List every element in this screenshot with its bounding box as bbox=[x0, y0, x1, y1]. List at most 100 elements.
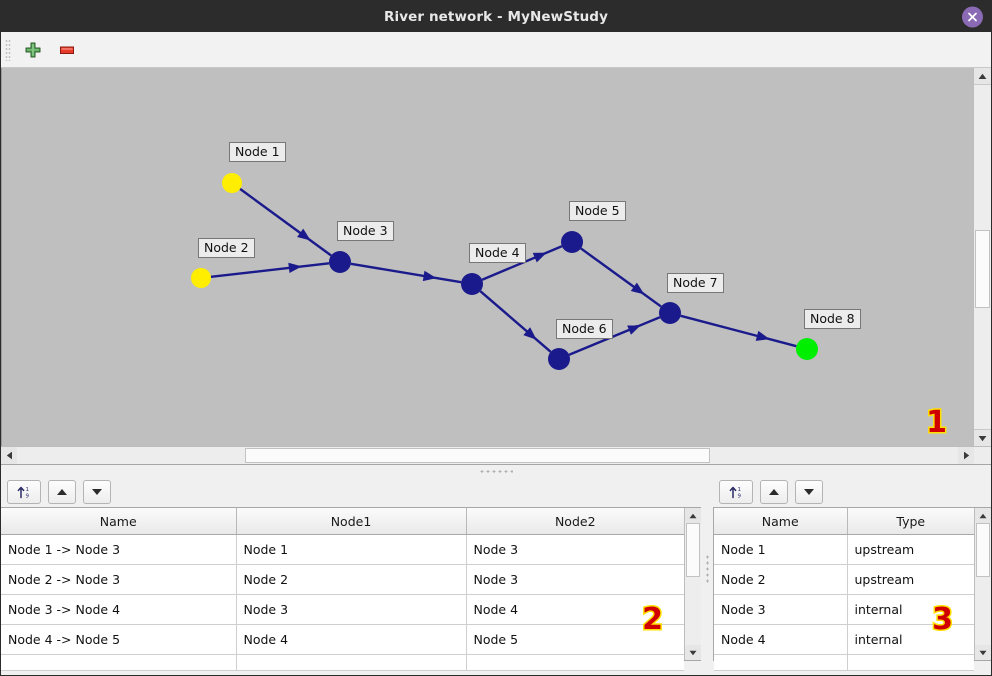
graph-node-node-3[interactable] bbox=[329, 251, 351, 273]
graph-node-label-node-2[interactable]: Node 2 bbox=[198, 238, 255, 259]
links-scroll-down-button[interactable] bbox=[685, 645, 701, 660]
links-sort-button[interactable]: 1 9 bbox=[7, 480, 41, 504]
close-window-button[interactable] bbox=[962, 6, 983, 27]
table-cell[interactable]: Node 3 -> Node 4 bbox=[1, 594, 237, 625]
scroll-down-button[interactable] bbox=[974, 429, 991, 446]
graph-edge[interactable] bbox=[350, 262, 462, 284]
toolbar-drag-handle[interactable] bbox=[5, 38, 11, 61]
links-column-header[interactable]: Name bbox=[1, 508, 237, 535]
graph-node-label-node-3[interactable]: Node 3 bbox=[337, 221, 394, 242]
graph-node-label-node-1[interactable]: Node 1 bbox=[229, 142, 286, 163]
graph-edge[interactable] bbox=[479, 290, 552, 353]
table-cell[interactable] bbox=[1, 654, 237, 671]
links-column-header[interactable]: Node2 bbox=[466, 508, 684, 535]
table-cell[interactable]: Node 2 bbox=[714, 564, 848, 595]
links-scroll-up-button[interactable] bbox=[685, 508, 701, 523]
table-cell[interactable]: internal bbox=[847, 624, 974, 655]
table-cell[interactable] bbox=[466, 654, 684, 671]
graph-vscroll-track[interactable] bbox=[974, 85, 991, 429]
table-cell[interactable]: Node 3 bbox=[466, 534, 684, 565]
graph-node-node-4[interactable] bbox=[461, 273, 483, 295]
graph-node-node-7[interactable] bbox=[659, 302, 681, 324]
graph-vertical-scrollbar[interactable] bbox=[973, 68, 991, 446]
graph-vscroll-thumb[interactable] bbox=[975, 230, 990, 308]
graph-node-node-2[interactable] bbox=[191, 268, 211, 288]
graph-edge[interactable] bbox=[210, 262, 330, 279]
graph-node-node-1[interactable] bbox=[222, 173, 242, 193]
table-cell[interactable] bbox=[847, 654, 974, 671]
graph-node-node-8[interactable] bbox=[796, 338, 818, 360]
vertical-splitter[interactable] bbox=[701, 477, 713, 661]
table-cell[interactable]: internal bbox=[847, 594, 974, 625]
links-vscroll-track[interactable] bbox=[685, 523, 701, 645]
table-cell[interactable]: upstream bbox=[847, 564, 974, 595]
table-cell[interactable]: Node 1 bbox=[236, 534, 467, 565]
nodes-scroll-up-button[interactable] bbox=[975, 508, 991, 523]
table-cell[interactable]: Node 4 bbox=[236, 624, 467, 655]
remove-node-button[interactable] bbox=[55, 38, 79, 62]
table-cell[interactable]: Node 1 -> Node 3 bbox=[1, 534, 237, 565]
graph-node-label-node-7[interactable]: Node 7 bbox=[667, 273, 724, 294]
nodes-vertical-scrollbar[interactable] bbox=[974, 508, 991, 660]
scroll-left-button[interactable] bbox=[1, 447, 17, 464]
nodes-column-header[interactable]: Name bbox=[714, 508, 848, 535]
links-column-header[interactable]: Node1 bbox=[236, 508, 467, 535]
table-cell[interactable]: Node 3 bbox=[236, 594, 467, 625]
graph-horizontal-scrollbar[interactable] bbox=[1, 446, 991, 464]
table-cell[interactable]: upstream bbox=[847, 534, 974, 565]
table-cell[interactable]: Node 2 -> Node 3 bbox=[1, 564, 237, 595]
graph-node-label-node-5[interactable]: Node 5 bbox=[569, 201, 626, 222]
nodes-move-down-button[interactable] bbox=[795, 480, 823, 504]
links-move-up-button[interactable] bbox=[48, 480, 76, 504]
table-row-empty[interactable] bbox=[1, 654, 684, 671]
nodes-column-header[interactable]: Type bbox=[847, 508, 974, 535]
table-cell[interactable]: Node 3 bbox=[714, 594, 848, 625]
graph-edge[interactable] bbox=[239, 187, 332, 257]
table-cell[interactable]: Node 2 bbox=[236, 564, 467, 595]
links-vscroll-thumb[interactable] bbox=[686, 523, 700, 577]
graph-node-node-5[interactable] bbox=[561, 231, 583, 253]
add-node-button[interactable] bbox=[21, 38, 45, 62]
table-cell[interactable] bbox=[714, 654, 848, 671]
table-cell[interactable] bbox=[236, 654, 467, 671]
links-move-down-button[interactable] bbox=[83, 480, 111, 504]
table-cell[interactable]: Node 4 bbox=[466, 594, 684, 625]
graph-node-node-6[interactable] bbox=[548, 348, 570, 370]
graph-hscroll-track[interactable] bbox=[17, 447, 958, 464]
table-cell[interactable]: Node 3 bbox=[466, 564, 684, 595]
nodes-vscroll-thumb[interactable] bbox=[976, 523, 990, 577]
table-cell[interactable]: Node 1 bbox=[714, 534, 848, 565]
table-cell[interactable]: Node 5 bbox=[466, 624, 684, 655]
nodes-scroll-down-button[interactable] bbox=[975, 645, 991, 660]
graph-hscroll-thumb[interactable] bbox=[245, 448, 710, 463]
graph-node-label-node-8[interactable]: Node 8 bbox=[804, 309, 861, 330]
scroll-right-button[interactable] bbox=[958, 447, 974, 464]
graph-edge[interactable] bbox=[580, 247, 662, 308]
horizontal-splitter[interactable] bbox=[1, 464, 991, 477]
graph-edge[interactable] bbox=[680, 314, 797, 348]
graph-edge[interactable] bbox=[568, 316, 661, 356]
nodes-sort-button[interactable]: 1 9 bbox=[719, 480, 753, 504]
graph-node-label-node-6[interactable]: Node 6 bbox=[556, 319, 613, 340]
nodes-vscroll-track[interactable] bbox=[975, 523, 991, 645]
table-row-empty[interactable] bbox=[714, 654, 974, 671]
graph-node-label-node-4[interactable]: Node 4 bbox=[469, 243, 526, 264]
scroll-up-button[interactable] bbox=[974, 68, 991, 85]
links-vertical-scrollbar[interactable] bbox=[684, 508, 701, 660]
table-cell[interactable]: Node 4 bbox=[714, 624, 848, 655]
table-cell[interactable]: Node 4 -> Node 5 bbox=[1, 624, 237, 655]
nodes-move-up-button[interactable] bbox=[760, 480, 788, 504]
